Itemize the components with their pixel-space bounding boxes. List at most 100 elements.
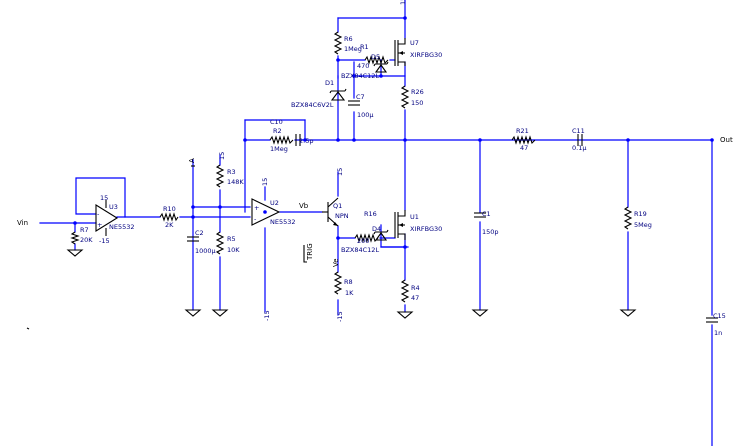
net-label-a: A	[188, 158, 196, 163]
capacitor-c15	[706, 317, 718, 323]
transistor-q1: 15	[322, 168, 344, 227]
net-label-vin: Vin	[17, 219, 28, 227]
mosfet-u7	[394, 38, 406, 66]
d5-ref: D5	[371, 53, 380, 61]
resistor-r6	[333, 31, 343, 55]
r26-value: 150	[411, 99, 423, 107]
r8-ref: R8	[344, 278, 353, 286]
r3-pin: 15	[218, 152, 226, 160]
c2-value: 1000µ	[195, 247, 216, 255]
q1-value: NPN	[335, 212, 349, 220]
net-label-out: Out	[720, 136, 733, 144]
resistor-r5	[215, 231, 225, 255]
r5-ref: R5	[227, 235, 236, 243]
c15-value: 1n	[714, 329, 722, 337]
opamp-u3: - +	[95, 200, 119, 236]
r1-ref: R1	[360, 43, 369, 51]
r16-ref: R16	[364, 210, 377, 218]
mosfet-u1	[394, 210, 406, 240]
stray-mark	[26, 327, 30, 330]
wires	[39, 0, 713, 446]
svg-text:-: -	[254, 215, 257, 223]
svg-text:+: +	[254, 204, 259, 212]
r6-supply: 15	[399, 0, 407, 5]
net-label-ve: Ve	[332, 258, 340, 267]
resistor-r3	[215, 164, 225, 188]
r2-value: 1Meg	[270, 145, 288, 153]
u2-value: NE5532	[270, 218, 296, 226]
u3-value: NE5532	[109, 223, 135, 231]
u2-pos-pin: 15	[261, 178, 269, 186]
zener-d5	[373, 61, 389, 73]
capacitor-c10	[295, 134, 301, 146]
net-label-trig: TRIG	[306, 243, 314, 261]
u3-neg-pin: -15	[99, 237, 110, 245]
r19-value: 5Meg	[634, 221, 652, 229]
r19-ref: R19	[634, 210, 647, 218]
u7-value: XIRFBG30	[410, 51, 442, 59]
resistor-r16	[354, 233, 379, 243]
r6-value: 1Meg	[344, 45, 362, 53]
r10-value: 2K	[165, 221, 174, 229]
capacitor-c7	[348, 100, 360, 106]
r4-value: 47	[411, 294, 419, 302]
u3-pos-pin: 15	[100, 194, 108, 202]
trig-flag	[303, 245, 307, 263]
d5-value: BZX84C12L	[341, 72, 379, 80]
c10-value: 2.5p	[299, 137, 313, 145]
net-label-vb: Vb	[299, 202, 309, 210]
r4-ref: R4	[411, 284, 420, 292]
opamp-u2: + -	[251, 198, 281, 226]
u3-ref: U3	[109, 203, 118, 211]
d1-ref: D1	[325, 79, 334, 87]
u1-value: XIRFBG30	[410, 225, 442, 233]
d1-value: BZX84C6V2L	[291, 101, 334, 109]
r6-ref: R6	[344, 35, 353, 43]
r1-value: 470	[357, 62, 369, 70]
resistor-r8	[333, 271, 343, 295]
r2-ref: R2	[273, 127, 282, 135]
c10-ref: C10	[270, 118, 283, 126]
resistor-r26	[400, 85, 410, 109]
junctions	[73, 16, 714, 249]
resistor-r21	[511, 135, 536, 145]
r21-ref: R21	[516, 127, 529, 135]
u2-neg-pin: -15	[263, 310, 271, 321]
c1-value: 150p	[482, 228, 499, 236]
r5-value: 10K	[227, 246, 240, 254]
r3-ref: R3	[227, 168, 236, 176]
u2-ref: U2	[270, 199, 279, 207]
r3-value: 148K	[227, 178, 244, 186]
resistor-r1	[364, 55, 389, 65]
zener-d1	[329, 88, 347, 101]
c2-ref: C2	[195, 229, 204, 237]
d4-value: BZX84C12L	[341, 246, 379, 254]
resistor-r7	[66, 231, 84, 257]
c1-ref: C1	[482, 210, 491, 218]
c7-ref: C7	[356, 93, 365, 101]
r7-ref: R7	[80, 226, 89, 234]
r10-ref: R10	[163, 205, 176, 213]
ground-symbols	[184, 309, 637, 319]
r8-neg: -15	[336, 311, 344, 322]
resistor-r10	[159, 212, 179, 222]
c15-ref: C15	[713, 312, 726, 320]
capacitor-c11	[577, 134, 583, 146]
svg-text:+: +	[97, 221, 102, 229]
u7-ref: U7	[410, 39, 419, 47]
r8-value: 1K	[345, 289, 354, 297]
r16-value: 200	[357, 237, 369, 245]
zener-d4	[373, 229, 389, 241]
c7-value: 100µ	[357, 111, 374, 119]
c11-value: 0.1µ	[572, 144, 586, 152]
resistor-r19	[623, 206, 633, 230]
u1-ref: U1	[410, 213, 419, 221]
q1-supply: 15	[336, 168, 344, 176]
r26-ref: R26	[411, 88, 424, 96]
d4-ref: D4	[372, 225, 381, 233]
resistor-r4	[400, 279, 410, 303]
svg-text:-: -	[97, 210, 100, 218]
r21-value: 47	[520, 144, 528, 152]
q1-ref: Q1	[333, 202, 342, 210]
